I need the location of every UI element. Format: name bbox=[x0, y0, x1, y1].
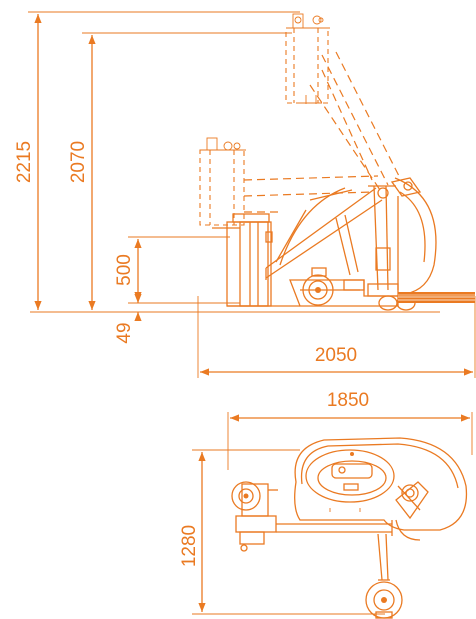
mast bbox=[368, 185, 396, 291]
dim-500-label: 500 bbox=[114, 254, 135, 286]
lift-arm bbox=[265, 187, 383, 280]
front-wheel bbox=[302, 267, 334, 306]
dim-2050-label: 2050 bbox=[315, 345, 357, 366]
tow-bar bbox=[398, 292, 475, 303]
support-wheel bbox=[365, 533, 403, 619]
roll-holder bbox=[231, 481, 278, 517]
carriage-rail bbox=[235, 508, 393, 552]
chassis bbox=[289, 279, 399, 307]
dim-1280-label: 1280 bbox=[179, 525, 200, 567]
side-view-dimensions bbox=[28, 11, 476, 378]
top-view-dimensions bbox=[192, 412, 473, 615]
raised-mast-outline bbox=[309, 51, 401, 191]
raised-carriage-outline bbox=[285, 13, 330, 104]
dim-1850-label: 1850 bbox=[327, 390, 369, 411]
rear-housing bbox=[390, 177, 437, 295]
top-view-machine bbox=[231, 437, 468, 619]
side-view-dimension-labels: 2215 2070 500 49 2050 bbox=[14, 141, 357, 366]
carriage bbox=[212, 213, 300, 307]
mid-carriage-outline bbox=[199, 137, 379, 226]
dim-2215-label: 2215 bbox=[14, 141, 35, 183]
dim-2070-label: 2070 bbox=[68, 141, 89, 183]
dim-49-label: 49 bbox=[114, 322, 135, 343]
top-view-dimension-labels: 1850 1280 bbox=[179, 390, 369, 567]
steering-handle bbox=[395, 481, 429, 541]
side-view-machine bbox=[199, 13, 475, 311]
